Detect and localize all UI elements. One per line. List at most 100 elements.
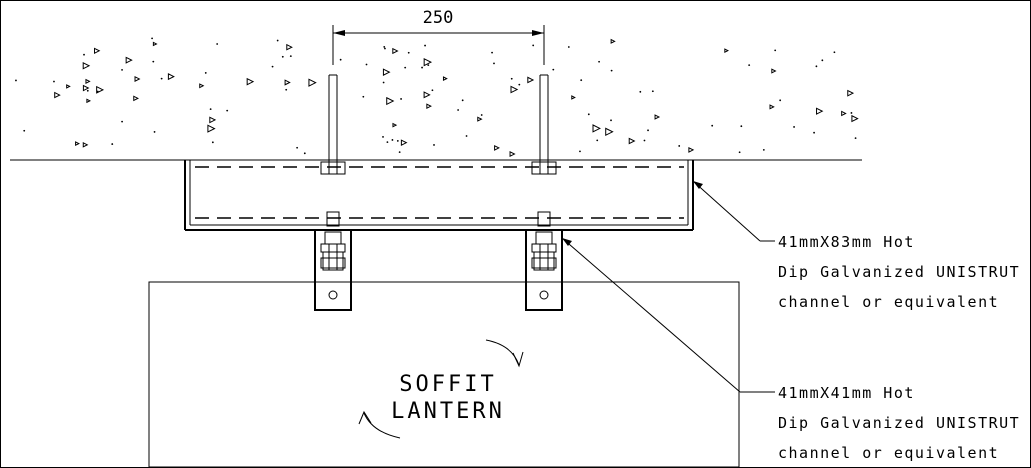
aggregate-triangle-icon bbox=[847, 89, 855, 97]
aggregate-triangle-icon bbox=[386, 96, 395, 106]
aggregate-triangle-icon bbox=[654, 114, 661, 120]
aggregate-dot-icon bbox=[421, 66, 423, 69]
aggregate-triangle-icon bbox=[209, 116, 217, 124]
concrete-aggregate bbox=[15, 37, 859, 158]
aggregate-dot-icon bbox=[391, 139, 394, 141]
aggregate-dot-icon bbox=[639, 90, 642, 93]
aggregate-dot-icon bbox=[821, 59, 824, 62]
aggregate-dot-icon bbox=[493, 62, 495, 65]
aggregate-dot-icon bbox=[647, 129, 649, 132]
aggregate-dot-icon bbox=[552, 68, 555, 71]
aggregate-triangle-icon bbox=[96, 85, 105, 94]
callout-line: channel or equivalent bbox=[778, 444, 999, 462]
leader-channel-41x41 bbox=[561, 237, 775, 393]
arrow-left-icon bbox=[333, 30, 345, 36]
aggregate-dot-icon bbox=[431, 89, 434, 92]
aggregate-dot-icon bbox=[480, 114, 483, 116]
aggregate-triangle-icon bbox=[308, 78, 317, 87]
concrete-slab bbox=[10, 37, 862, 161]
aggregate-dot-icon bbox=[362, 95, 365, 98]
aggregate-triangle-icon bbox=[769, 104, 775, 110]
aggregate-triangle-icon bbox=[86, 98, 92, 104]
aggregate-dot-icon bbox=[678, 145, 681, 147]
aggregate-triangle-icon bbox=[592, 124, 601, 133]
aggregate-dot-icon bbox=[580, 79, 583, 82]
channel-41x83 bbox=[184, 160, 694, 231]
aggregate-triangle-icon bbox=[571, 95, 576, 100]
aggregate-triangle-icon bbox=[94, 47, 101, 54]
aggregate-dot-icon bbox=[151, 37, 153, 40]
bracket-right bbox=[525, 230, 563, 311]
aggregate-dot-icon bbox=[740, 125, 743, 128]
bolt-hole-icon bbox=[328, 290, 338, 300]
aggregate-dot-icon bbox=[23, 129, 26, 132]
leader-channel-41x83 bbox=[692, 180, 775, 242]
aggregate-triangle-icon bbox=[771, 68, 777, 74]
aggregate-dot-icon bbox=[285, 88, 288, 91]
rotation-arrow-icon bbox=[363, 412, 401, 439]
aggregate-dot-icon bbox=[289, 55, 292, 58]
aggregate-dot-icon bbox=[160, 77, 163, 80]
aggregate-dot-icon bbox=[407, 51, 410, 54]
aggregate-dot-icon bbox=[382, 136, 384, 138]
aggregate-dot-icon bbox=[153, 131, 156, 133]
aggregate-dot-icon bbox=[398, 151, 401, 154]
aggregate-triangle-icon bbox=[82, 142, 89, 148]
aggregate-triangle-icon bbox=[85, 78, 91, 84]
aggregate-dot-icon bbox=[15, 79, 17, 82]
aggregate-dot-icon bbox=[598, 60, 600, 63]
aggregate-dot-icon bbox=[813, 131, 815, 134]
aggregate-dot-icon bbox=[427, 64, 430, 67]
aggregate-dot-icon bbox=[53, 80, 55, 83]
aggregate-dot-icon bbox=[404, 66, 407, 69]
aggregate-dot-icon bbox=[276, 39, 279, 42]
aggregate-dot-icon bbox=[382, 81, 385, 84]
aggregate-dot-icon bbox=[204, 72, 207, 74]
aggregate-triangle-icon bbox=[605, 127, 614, 137]
aggregate-triangle-icon bbox=[400, 139, 408, 146]
aggregate-dot-icon bbox=[281, 55, 284, 58]
aggregate-dot-icon bbox=[383, 46, 386, 48]
aggregate-dot-icon bbox=[400, 98, 402, 100]
aggregate-dot-icon bbox=[296, 146, 299, 149]
aggregate-triangle-icon bbox=[246, 77, 255, 86]
aggregate-triangle-icon bbox=[134, 76, 141, 82]
aggregate-triangle-icon bbox=[207, 124, 216, 133]
aggregate-dot-icon bbox=[491, 51, 493, 54]
aggregate-dot-icon bbox=[610, 69, 613, 72]
aggregate-triangle-icon bbox=[423, 91, 431, 99]
aggregate-dot-icon bbox=[96, 90, 99, 93]
aggregate-dot-icon bbox=[461, 99, 464, 102]
bolt-hole-icon bbox=[539, 290, 549, 300]
aggregate-dot-icon bbox=[365, 63, 368, 66]
aggregate-dot-icon bbox=[854, 137, 857, 140]
aggregate-triangle-icon bbox=[527, 76, 535, 84]
aggregate-dot-icon bbox=[86, 89, 89, 92]
aggregate-dot-icon bbox=[271, 65, 274, 68]
callout-line: channel or equivalent bbox=[778, 293, 999, 311]
aggregate-dot-icon bbox=[303, 152, 306, 155]
dimension-line: 250 bbox=[332, 8, 545, 65]
aggregate-dot-icon bbox=[567, 46, 570, 48]
aggregate-triangle-icon bbox=[494, 145, 500, 151]
aggregate-dot-icon bbox=[339, 58, 342, 61]
aggregate-triangle-icon bbox=[510, 85, 519, 94]
lantern-label-line1: SOFFIT bbox=[399, 372, 496, 397]
bracket-left bbox=[314, 230, 352, 311]
aggregate-dot-icon bbox=[850, 112, 853, 114]
aggregate-triangle-icon bbox=[841, 110, 847, 117]
aggregate-triangle-icon bbox=[152, 41, 158, 47]
callout-line: Dip Galvanized UNISTRUT bbox=[778, 414, 1020, 432]
callout-line: Dip Galvanized UNISTRUT bbox=[778, 263, 1020, 281]
aggregate-dot-icon bbox=[596, 139, 599, 142]
aggregate-dot-icon bbox=[433, 144, 435, 146]
aggregate-triangle-icon bbox=[125, 56, 133, 64]
aggregate-triangle-icon bbox=[851, 114, 859, 123]
callout-line: 41mmX83mm Hot bbox=[778, 233, 915, 251]
aggregate-dot-icon bbox=[815, 65, 818, 68]
arrow-right-icon bbox=[532, 30, 544, 36]
aggregate-dot-icon bbox=[793, 126, 795, 128]
rotation-arrow-icon bbox=[485, 339, 520, 366]
aggregate-dot-icon bbox=[532, 44, 535, 47]
aggregate-triangle-icon bbox=[286, 43, 293, 51]
